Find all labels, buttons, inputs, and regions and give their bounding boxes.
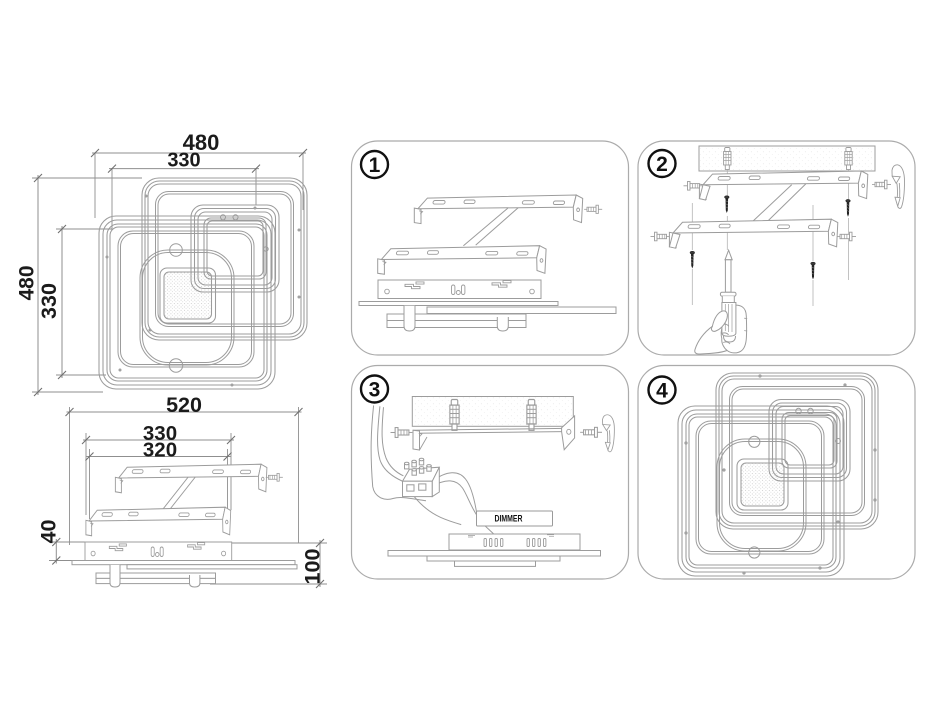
svg-text:480: 480 — [16, 265, 39, 300]
svg-text:480: 480 — [183, 130, 220, 155]
svg-text:4: 4 — [656, 380, 668, 403]
svg-text:3: 3 — [369, 379, 381, 402]
svg-text:2: 2 — [656, 153, 668, 176]
svg-text:DIMMER: DIMMER — [495, 514, 523, 524]
svg-text:100: 100 — [301, 549, 325, 585]
svg-text:1: 1 — [369, 154, 381, 177]
svg-text:40: 40 — [37, 520, 61, 544]
svg-text:330: 330 — [167, 150, 200, 172]
svg-text:320: 320 — [143, 439, 177, 462]
svg-text:330: 330 — [37, 283, 61, 319]
svg-text:520: 520 — [166, 393, 202, 417]
svg-text:330: 330 — [143, 422, 177, 445]
